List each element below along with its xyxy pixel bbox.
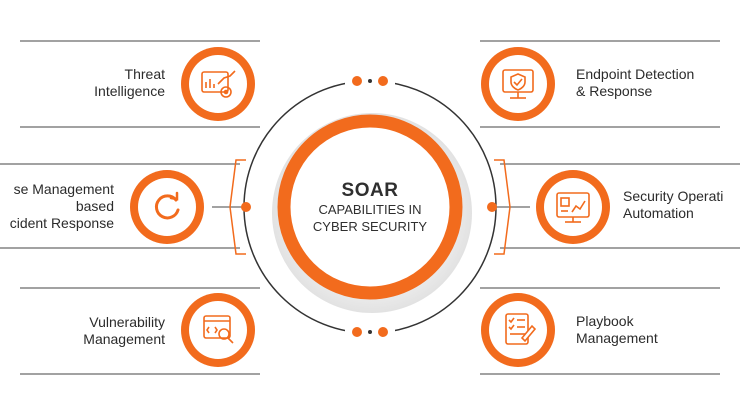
refresh-icon xyxy=(154,191,180,220)
automation-screen-icon xyxy=(556,192,590,223)
center-subtitle-line2: CYBER SECURITY xyxy=(312,219,428,234)
ring-dots xyxy=(241,76,497,337)
node-endpoint-detection xyxy=(481,47,555,121)
node-playbook-management xyxy=(481,293,555,367)
connector-lines xyxy=(0,40,740,375)
node-case-management xyxy=(130,170,204,244)
node-security-operations xyxy=(536,170,610,244)
checklist-icon xyxy=(505,313,537,345)
ring-dot xyxy=(241,202,251,212)
node-vulnerability-management xyxy=(181,293,255,367)
label-endpoint-detection: Endpoint Detection& Response xyxy=(576,66,695,99)
code-search-icon xyxy=(203,315,234,344)
ring-dot xyxy=(378,327,388,337)
node-threat-intelligence xyxy=(181,47,255,121)
ring-dot xyxy=(352,327,362,337)
left-bracket xyxy=(229,159,246,255)
analytics-dashboard-icon xyxy=(201,70,236,98)
center-title: SOAR xyxy=(341,180,399,201)
ring-dot xyxy=(487,202,497,212)
ring-dot xyxy=(352,76,362,86)
side-brackets xyxy=(229,159,511,255)
ring-dot-small xyxy=(368,330,372,334)
monitor-shield-icon xyxy=(502,69,534,99)
right-bracket xyxy=(494,159,511,255)
ring-dot xyxy=(378,76,388,86)
item-nodes xyxy=(130,47,610,367)
center-subtitle-line1: CAPABILITIES IN xyxy=(318,202,422,217)
center-orange-ring xyxy=(277,114,463,300)
ring-dot-small xyxy=(368,79,372,83)
